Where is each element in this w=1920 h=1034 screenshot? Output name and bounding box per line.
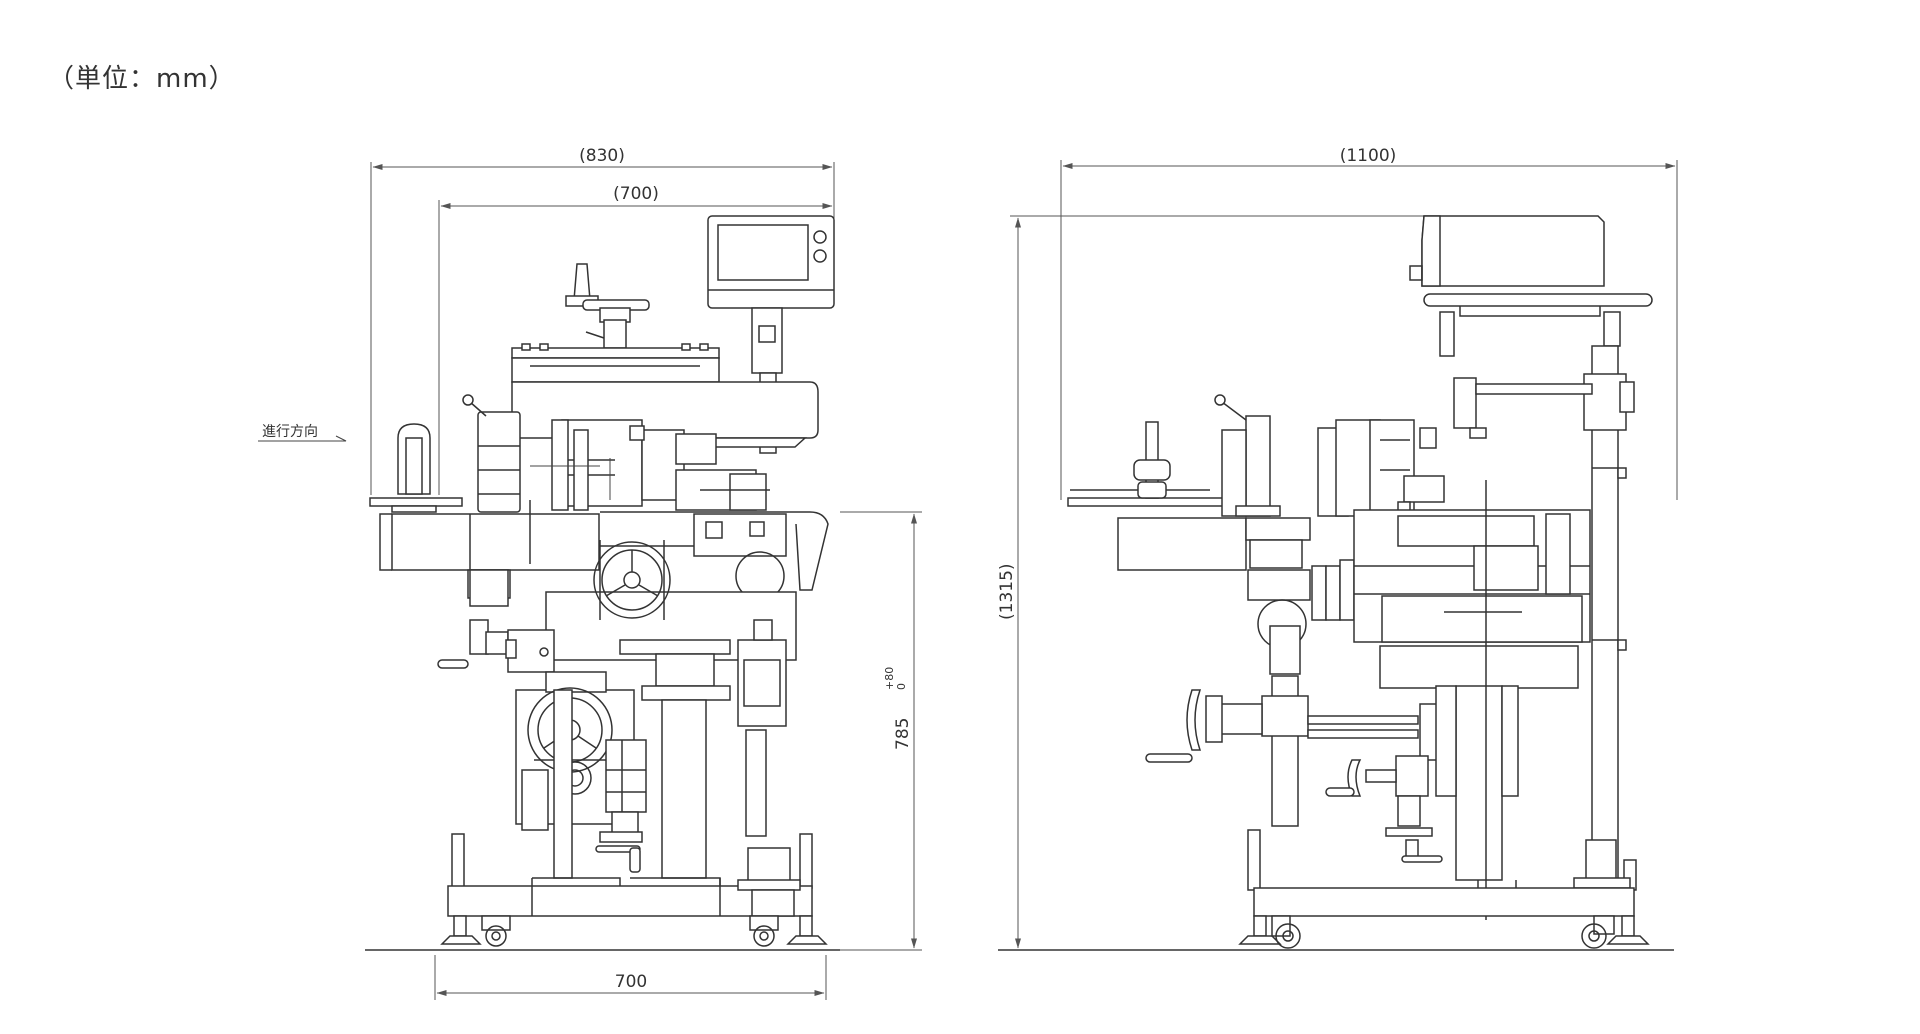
flow-direction-arrow	[258, 435, 347, 442]
side-conveyor-body	[1117, 509, 1591, 689]
front-overall-width-label: (830)	[579, 146, 625, 166]
flow-direction-label: 進行方向	[262, 424, 318, 440]
front-top-plate	[511, 343, 720, 383]
front-conveyor	[379, 500, 829, 601]
front-height-tolerance-lower: 0	[895, 683, 908, 690]
front-view: (830) (700) 700 785 +80 0 進行方向	[258, 146, 922, 1000]
flow-direction-indicator: 進行方向	[258, 424, 347, 442]
side-main-column	[1583, 345, 1635, 881]
front-height-tolerance-upper: +80	[883, 667, 896, 690]
front-width-label: (700)	[613, 184, 659, 204]
front-width-dimension: (700)	[438, 184, 835, 495]
unit-note: （単位：mm）	[48, 64, 236, 94]
front-height-label: 785	[893, 718, 913, 750]
front-lower-handwheel	[515, 671, 647, 873]
side-view: (1100) (1315)	[997, 146, 1678, 951]
front-side-lever	[437, 569, 555, 673]
front-guide-column	[462, 394, 611, 513]
front-base-width-label: 700	[615, 972, 647, 992]
front-bottle-holder	[369, 423, 463, 513]
front-height-dimension: 785 +80 0	[840, 511, 922, 951]
front-base-frame	[447, 833, 813, 917]
side-guide-column	[1214, 394, 1281, 517]
side-bottle-table	[1067, 421, 1233, 507]
side-overall-height-label: (1315)	[997, 563, 1017, 620]
side-base-frame	[1247, 829, 1637, 917]
front-casters	[440, 915, 828, 947]
side-overall-height-dimension: (1315)	[997, 215, 1430, 949]
front-top-handle	[565, 263, 650, 349]
front-center-column	[553, 619, 787, 879]
side-handwheel-assembly	[1145, 599, 1451, 863]
side-touch-panel	[1409, 215, 1653, 357]
side-upper-arm	[1453, 377, 1593, 439]
side-casters	[1238, 915, 1650, 949]
side-overall-width-dimension: (1100)	[1060, 146, 1678, 500]
side-lower-column	[1435, 480, 1519, 920]
side-label-unit	[1317, 419, 1445, 519]
front-base-width-dimension: 700	[434, 955, 827, 1000]
side-overall-width-label: (1100)	[1340, 146, 1397, 166]
